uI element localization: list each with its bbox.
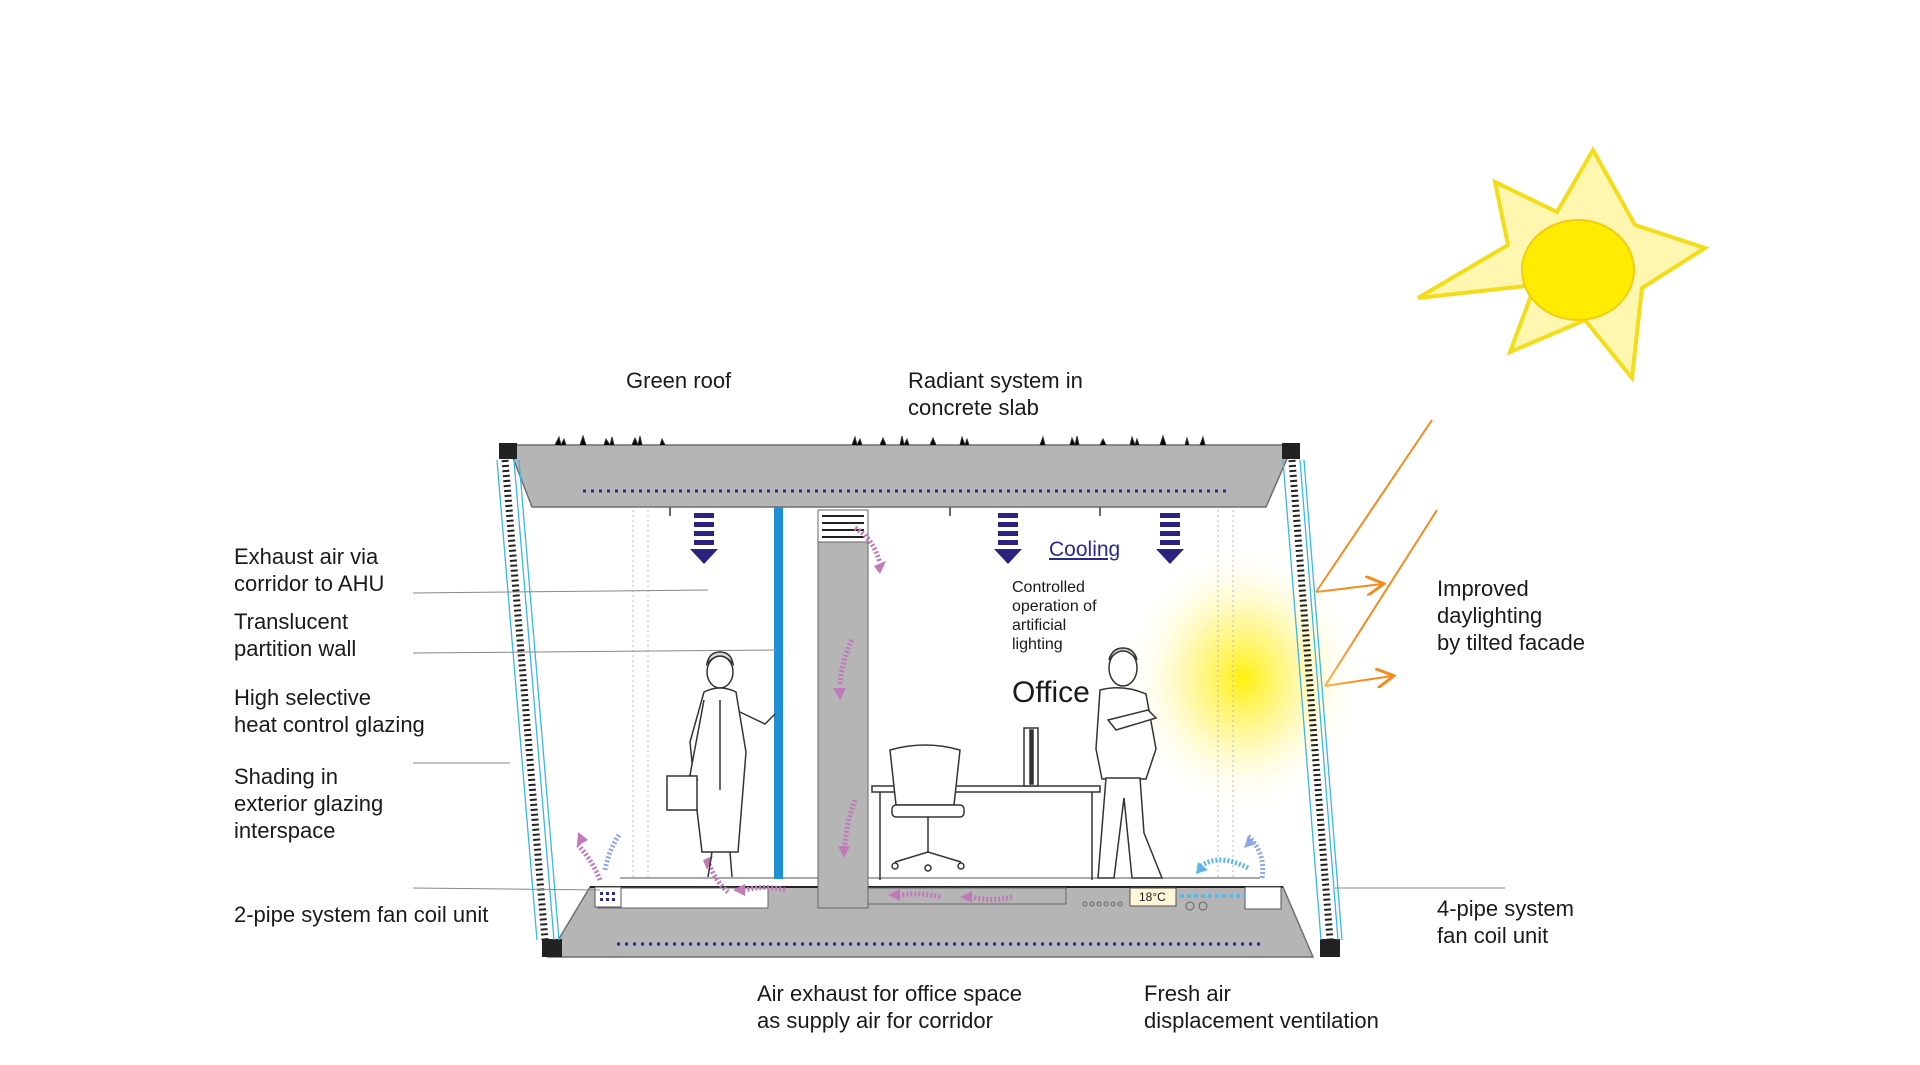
daylight-glow (1123, 543, 1363, 813)
facade-right (1282, 459, 1343, 941)
label-heat-control-glazing: High selective heat control glazing (234, 685, 425, 737)
label-office: Office (1012, 676, 1090, 709)
green-roof-grass (554, 434, 1206, 447)
label-2-pipe-fan-coil: 2-pipe system fan coil unit (234, 902, 489, 927)
floor-corner-right (1320, 939, 1340, 957)
roof-corner-right (1282, 443, 1300, 459)
cooling-arrow-1 (690, 513, 718, 564)
label-exhaust-corridor: Exhaust air via corridor to AHU (234, 544, 385, 596)
label-fresh-air: Fresh air displacement ventilation (1144, 981, 1379, 1033)
floor-corner-left (542, 939, 562, 957)
label-air-exhaust: Air exhaust for office space as supply a… (757, 981, 1022, 1033)
label-translucent-partition: Translucent partition wall (234, 609, 357, 661)
cooling-arrow-2 (994, 513, 1022, 564)
ceiling-lights (669, 507, 1101, 516)
exhaust-air-arrows (576, 525, 1013, 902)
thermostat-box (1129, 887, 1177, 907)
label-artificial-lighting: Controlled operation of artificial light… (1012, 579, 1097, 653)
fan-coil-left (594, 886, 622, 908)
roof-corner-left (499, 443, 517, 459)
roof-slab (506, 444, 1295, 508)
label-4-pipe-fan-coil: 4-pipe system fan coil unit (1437, 896, 1574, 948)
thermostat-readout: 18°C (1139, 890, 1166, 904)
desk-set (871, 727, 1101, 880)
cooling-arrow-3 (1156, 513, 1184, 564)
partition-wall (774, 507, 783, 879)
sun-icon (1416, 145, 1710, 383)
floor-outlets (1082, 901, 1208, 911)
label-shading-interspace: Shading in exterior glazing interspace (234, 764, 384, 843)
fresh-air-arrowheads (1196, 836, 1256, 874)
room-guide-lines (632, 510, 1234, 878)
facade-left (496, 459, 560, 941)
label-daylighting: Improved daylighting by tilted facade (1437, 576, 1585, 655)
person-woman (666, 651, 776, 878)
cooling-arrows (690, 513, 1184, 564)
label-cooling: Cooling (1049, 538, 1121, 561)
label-radiant-system: Radiant system in concrete slab (908, 368, 1083, 420)
grille-slats (822, 515, 864, 538)
fan-coil-left-grid (600, 892, 615, 901)
label-green-roof: Green roof (626, 368, 732, 393)
exhaust-shaft (817, 509, 869, 909)
fan-coil-right (1244, 886, 1282, 910)
person-man (1095, 647, 1164, 879)
sun-core (1521, 219, 1635, 321)
